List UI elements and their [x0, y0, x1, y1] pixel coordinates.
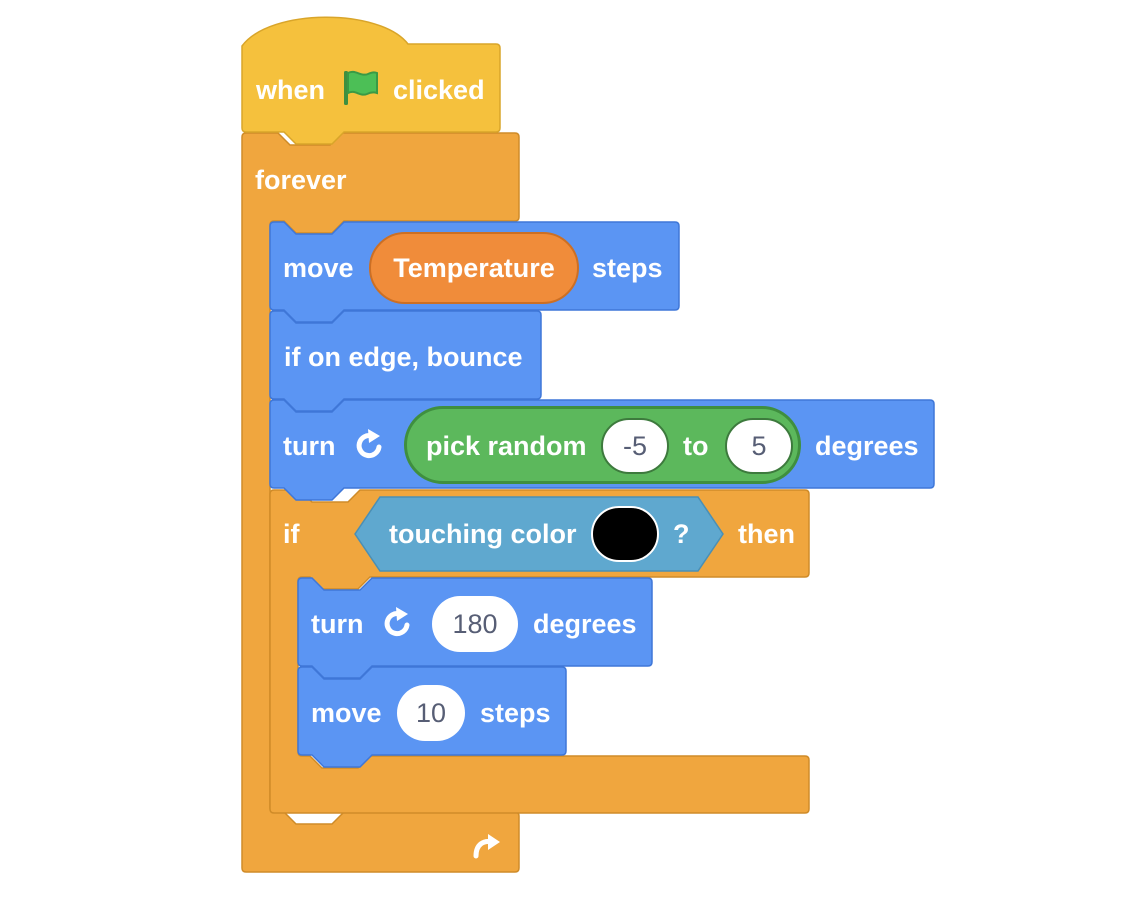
hat-clicked-label: clicked	[393, 75, 485, 105]
if-label: if	[283, 519, 300, 549]
move-label: move	[283, 253, 354, 283]
turn-180-degrees-label: degrees	[533, 609, 637, 639]
turn-180-label: turn	[311, 609, 364, 639]
color-swatch[interactable]	[591, 506, 659, 562]
bounce-block[interactable]	[269, 310, 542, 412]
move-10-steps-label: steps	[480, 698, 551, 728]
hat-when-label: when	[256, 75, 326, 105]
random-to-input[interactable]: 5	[725, 418, 793, 474]
steps-label: steps	[592, 253, 663, 283]
random-from-input[interactable]: -5	[601, 418, 669, 474]
degrees-label: degrees	[815, 431, 919, 461]
move-steps-input[interactable]: 10	[397, 685, 465, 741]
question-mark: ?	[673, 519, 690, 549]
turn-label: turn	[283, 431, 336, 461]
turn-degrees-input[interactable]: 180	[432, 596, 518, 652]
then-label: then	[738, 519, 795, 549]
pick-random-label: pick random	[426, 431, 587, 461]
touching-color-label: touching color	[389, 519, 577, 549]
loop-arrow-icon	[473, 834, 500, 859]
rotate-clockwise-icon	[356, 429, 382, 459]
forever-label: forever	[255, 165, 347, 195]
temperature-variable-reporter[interactable]: Temperature	[369, 232, 579, 304]
bounce-label: if on edge, bounce	[284, 342, 523, 372]
move-10-label: move	[311, 698, 382, 728]
green-flag-icon[interactable]	[341, 68, 381, 108]
rotate-clockwise-icon	[384, 607, 410, 637]
to-label: to	[683, 431, 709, 461]
